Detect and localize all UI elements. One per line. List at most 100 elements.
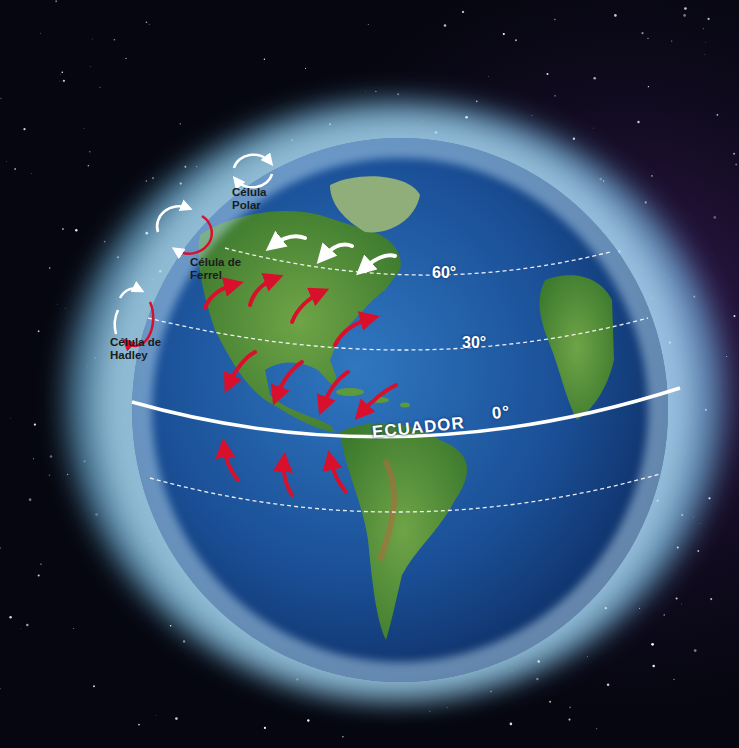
star [49,474,51,476]
star [33,458,34,459]
star [56,303,58,305]
star [515,39,517,41]
star [554,19,555,20]
latitude-label: 30° [462,334,486,352]
star [0,688,1,689]
star [175,717,178,720]
star [73,628,74,629]
star [586,655,588,657]
star [264,59,265,60]
star [614,14,617,17]
star [34,423,36,425]
wind-arrow [276,362,302,398]
star [307,719,309,721]
star [735,164,737,166]
star [641,32,643,34]
star [554,95,555,96]
star [397,93,399,95]
star [476,100,478,102]
star [676,598,678,600]
star [23,128,25,130]
star [651,643,654,646]
star [38,574,40,576]
cell-label: Célula de Hadley [110,336,172,362]
star [20,628,22,630]
wind-arrow [224,446,238,480]
star [487,75,489,77]
star [342,736,344,738]
star [367,24,369,26]
star [645,201,647,203]
star [592,127,594,129]
star [152,177,154,179]
star [699,523,701,525]
star [40,563,41,564]
star [549,701,551,703]
star [89,66,91,68]
star [92,38,94,40]
star [49,267,51,269]
wind-arrow [284,460,292,495]
star [40,32,42,34]
star [651,175,652,176]
wind-arrow [360,385,396,414]
star [702,28,704,30]
star [99,87,100,88]
star [375,91,376,92]
star [536,678,538,680]
latitude-label: 60° [432,264,456,282]
wind-arrow [228,352,255,386]
star [708,497,710,499]
star [84,128,85,129]
star [10,418,12,420]
wind-arrow [250,278,276,305]
star [264,727,266,729]
star [305,68,306,69]
star [710,598,712,600]
star [694,649,697,652]
star [704,54,705,55]
star [31,173,32,174]
wind-arrow [205,284,236,308]
star [75,229,77,231]
star [462,11,464,13]
star [104,241,106,243]
star [733,153,735,155]
star [89,151,91,153]
wind-arrow [322,245,352,259]
star [9,616,12,619]
star [648,86,649,87]
star [365,90,367,92]
star [114,39,116,41]
star [733,315,735,317]
star [531,115,533,117]
star [647,38,648,39]
star [444,24,447,27]
star [681,603,683,605]
wind-arrow [322,372,348,408]
star [490,691,492,693]
star [148,23,150,25]
star [170,625,172,627]
star [138,724,140,726]
star [503,33,505,35]
star [671,40,672,41]
star [184,166,186,168]
star [125,58,126,59]
star [38,330,40,332]
star [596,728,598,730]
star [63,80,65,82]
star [607,684,610,687]
star [652,665,655,668]
star [155,714,157,716]
star [29,498,32,501]
star [180,123,181,124]
star [568,719,570,721]
wind-arrow [362,255,395,270]
star [593,77,596,80]
star [183,640,185,642]
star [62,72,64,74]
star [510,723,513,726]
star [65,307,67,309]
star [664,614,665,615]
